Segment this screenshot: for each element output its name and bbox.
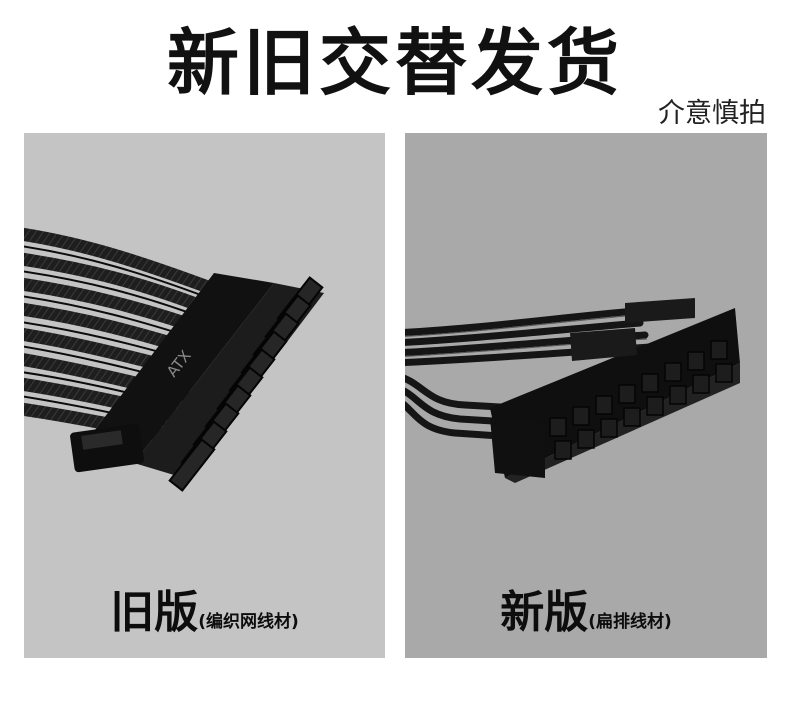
- flat-cable-connector-illustration: [405, 298, 740, 483]
- new-version-title: 新版: [500, 587, 589, 638]
- new-version-caption: 新版(扁排线材): [405, 576, 767, 640]
- pin-grid: [549, 340, 733, 460]
- old-version-panel: ATX 旧版(编织网线材): [24, 133, 385, 658]
- old-version-title: 旧版: [110, 587, 199, 638]
- new-version-detail: (扁排线材): [588, 612, 672, 632]
- new-version-panel: 新版(扁排线材): [405, 133, 767, 658]
- old-version-caption: 旧版(编织网线材): [24, 576, 385, 640]
- braided-cable-connector-illustration: ATX: [24, 227, 324, 492]
- old-version-detail: (编织网线材): [198, 612, 299, 632]
- caution-note: 介意慎拍: [658, 98, 766, 129]
- headline: 新旧交替发货: [166, 21, 623, 105]
